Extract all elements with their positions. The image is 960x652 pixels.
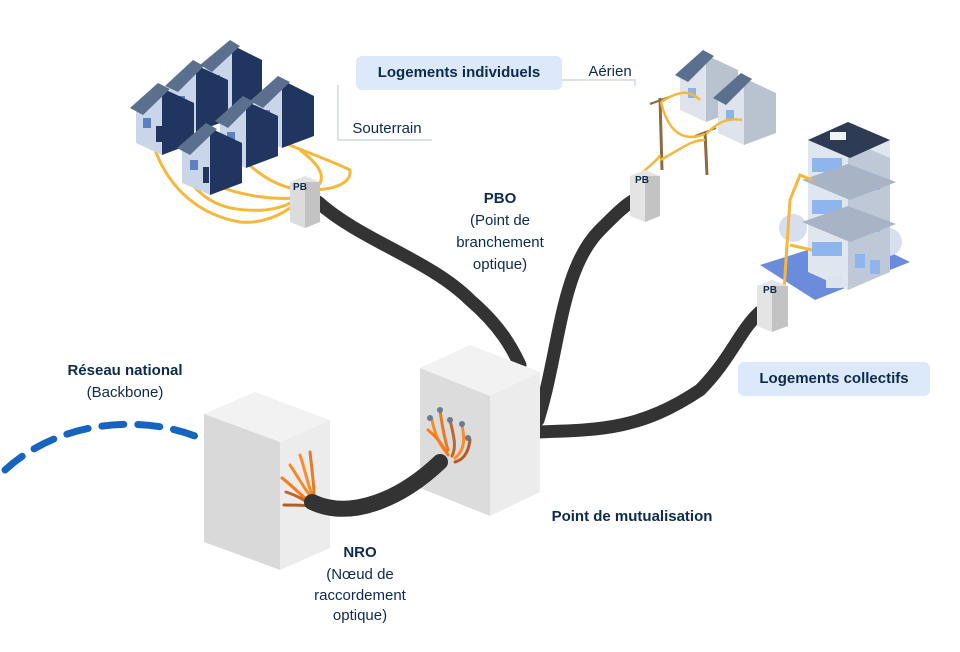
pb-box-aerien: PB (630, 170, 660, 222)
nro-title: NRO (343, 544, 377, 561)
nro-line-3: optique) (332, 607, 388, 624)
aerien-label: Aérien (588, 63, 632, 80)
backbone-dashed-line (1, 420, 199, 474)
label-connectors (337, 79, 636, 141)
apartment-building (760, 122, 910, 300)
nro-line-2: raccordement (314, 587, 406, 604)
pbo-line-2: branchement (456, 234, 544, 251)
nro-cabinet (204, 392, 330, 570)
cable-nro-to-pm (304, 454, 448, 517)
point-mutualisation-label: Point de mutualisation (551, 508, 713, 525)
pb-box-individuels: PB (290, 176, 320, 228)
cable-to-pb-individuels (311, 195, 527, 372)
pbo-title: PBO (483, 190, 517, 207)
cable-to-pb-collectifs (529, 305, 767, 439)
main-cables (311, 193, 767, 439)
nro-line-1: (Nœud de (326, 566, 394, 583)
pm-cabinet (420, 345, 540, 516)
backbone-label: (Backbone) (86, 384, 164, 401)
pb-label: PB (763, 285, 777, 296)
reseau-national-label: Réseau national (67, 362, 183, 379)
pbo-line-1: (Point de (469, 212, 531, 229)
individual-houses (130, 40, 314, 195)
house-4 (130, 83, 194, 155)
building-riser (782, 173, 813, 291)
cable-to-pb-aerien (531, 193, 641, 427)
pb-label: PB (293, 182, 307, 193)
pb-label: PB (635, 175, 649, 186)
logements-collectifs-label: Logements collectifs (738, 362, 930, 396)
pbo-line-3: optique) (472, 256, 528, 273)
logements-individuels-label: Logements individuels (356, 56, 562, 90)
pb-box-collectifs: PB (757, 280, 788, 332)
aerial-houses (675, 50, 776, 145)
house-6 (177, 123, 242, 195)
souterrain-label: Souterrain (352, 120, 422, 137)
fiber-ports (427, 407, 471, 441)
